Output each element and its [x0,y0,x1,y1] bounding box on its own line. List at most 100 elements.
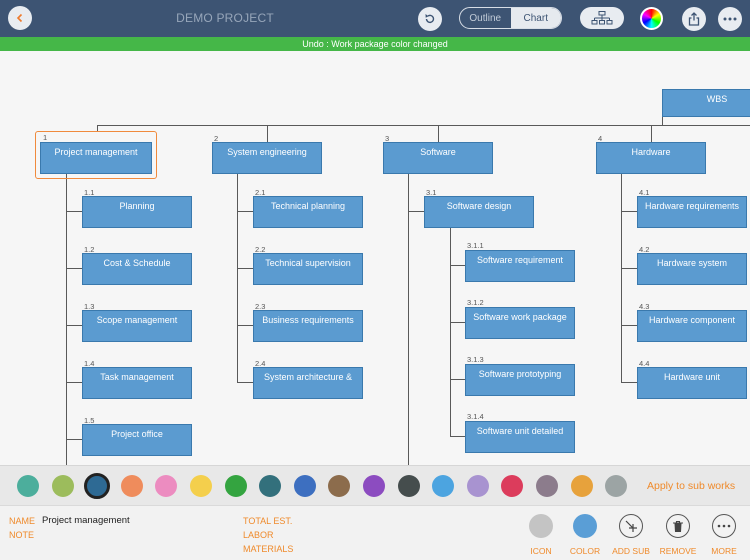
wbs-number: 1.3 [84,302,95,311]
view-toggle: Outline Chart [459,7,562,29]
wbs-node[interactable]: Software prototyping [465,364,575,396]
connector-line [621,268,638,269]
note-label[interactable]: NOTE [9,530,35,540]
tab-outline[interactable]: Outline [469,12,502,24]
connector-line [621,174,622,383]
labor-label: LABOR [243,530,274,540]
layout-button[interactable] [580,7,624,29]
wbs-node-project-management[interactable]: Project management [40,142,152,174]
connector-line [621,325,638,326]
wbs-chart-canvas[interactable]: WBS 1 Project management 1.1 Planning 1.… [0,51,750,465]
wbs-number: 2 [214,134,219,143]
wbs-node-system-engineering[interactable]: System engineering [212,142,322,174]
color-swatch[interactable] [432,475,455,497]
wbs-node[interactable]: System architecture & [253,367,363,399]
tab-chart[interactable]: Chart [510,8,561,28]
chevron-left-icon [16,13,23,23]
wbs-node[interactable]: Scope management [82,310,192,342]
connector-line [66,382,82,383]
color-swatch[interactable] [259,475,282,497]
color-swatch[interactable] [363,475,385,497]
connector-line [621,382,638,383]
wbs-node[interactable]: Task management [82,367,192,399]
action-label: REMOVE [659,546,697,556]
wbs-number: 2.4 [255,359,266,368]
wbs-node-software[interactable]: Software [383,142,493,174]
wbs-node[interactable]: Software unit detailed [465,421,575,453]
share-button[interactable] [682,7,706,31]
connector-line [450,322,466,323]
project-title: DEMO PROJECT [176,11,274,25]
connector-line [97,125,98,131]
connector-line [408,174,409,465]
selection-outline [35,131,157,179]
wbs-node[interactable]: Software design [424,196,534,228]
color-swatch[interactable] [155,475,178,497]
color-swatch[interactable] [570,475,593,497]
color-swatch[interactable] [51,475,74,497]
wbs-node-hardware[interactable]: Hardware [596,142,706,174]
connector-line [450,228,451,437]
wbs-number: 4.3 [639,302,650,311]
icon-action-button[interactable]: ICON [517,514,565,556]
color-swatch[interactable] [84,473,111,499]
wbs-node[interactable]: Business requirements [253,310,363,342]
wbs-node[interactable]: Planning [82,196,192,228]
materials-label: MATERIALS [243,544,294,554]
color-action-button[interactable]: COLOR [561,514,609,556]
more-action-button[interactable]: MORE [700,514,748,556]
wbs-node[interactable]: Hardware component [637,310,747,342]
wbs-node[interactable]: Software requirement [465,250,575,282]
add-sub-button[interactable]: ADD SUB [607,514,655,556]
color-swatch[interactable] [224,475,247,497]
wbs-number: 1 [43,133,48,142]
color-wheel-button[interactable] [640,7,663,30]
color-swatch[interactable] [328,475,351,497]
wbs-node[interactable]: Hardware requirements [637,196,747,228]
wbs-number: 2.1 [255,188,266,197]
wbs-number: 2.3 [255,302,266,311]
color-swatch[interactable] [501,475,524,497]
wbs-number: 4.1 [639,188,650,197]
color-dot-icon [573,514,597,538]
wbs-node[interactable]: Hardware unit [637,367,747,399]
connector-line [450,265,466,266]
wbs-number: 2.2 [255,245,266,254]
connector-line [66,439,82,440]
org-chart-icon [591,11,613,25]
color-swatch[interactable] [17,475,39,497]
wbs-number: 1.4 [84,359,95,368]
wbs-number: 3.1.2 [467,298,484,307]
back-button[interactable] [8,6,32,30]
connector-line [621,211,638,212]
color-swatch[interactable] [397,475,420,497]
wbs-number: 4.2 [639,245,650,254]
remove-button[interactable]: REMOVE [654,514,702,556]
connector-line [237,211,254,212]
name-field[interactable]: Project management [42,515,130,526]
color-swatch[interactable] [120,475,143,497]
color-swatch[interactable] [536,475,558,497]
wbs-node[interactable]: Software work package [465,307,575,339]
apply-to-sub-works-button[interactable]: Apply to sub works [647,480,736,492]
action-label: MORE [711,546,737,556]
wbs-node[interactable]: Hardware system [637,253,747,285]
undo-button[interactable] [418,7,442,31]
color-swatch[interactable] [293,475,316,497]
details-panel: NAME Project management NOTE TOTAL EST. … [0,505,750,560]
undo-icon [425,14,435,23]
wbs-root-node[interactable]: WBS [662,89,750,117]
color-swatch[interactable] [190,475,212,497]
action-label: COLOR [569,546,601,556]
wbs-node[interactable]: Technical planning [253,196,363,228]
wbs-number: 4.4 [639,359,650,368]
more-button[interactable] [718,7,742,31]
wbs-node[interactable]: Project office [82,424,192,456]
add-sub-icon [619,514,643,538]
undo-banner[interactable]: Undo : Work package color changed [0,37,750,51]
connector-line [237,325,254,326]
color-swatch[interactable] [605,475,628,497]
color-swatch[interactable] [466,475,489,497]
wbs-node[interactable]: Technical supervision [253,253,363,285]
wbs-node[interactable]: Cost & Schedule [82,253,192,285]
